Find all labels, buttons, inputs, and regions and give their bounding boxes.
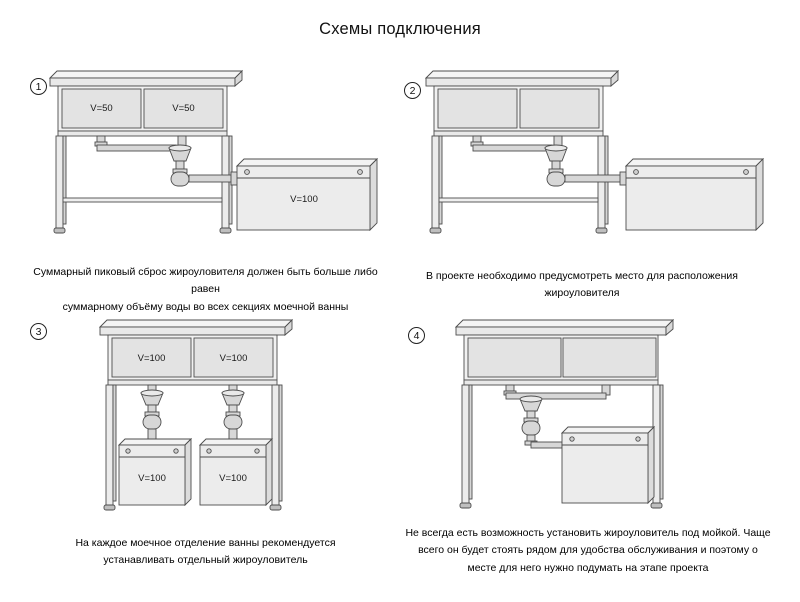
caption-line: Не всегда есть возможность установить жи… bbox=[405, 527, 771, 539]
sink-table bbox=[424, 69, 620, 234]
trap-volume-label: V=100 bbox=[219, 473, 247, 484]
sink-volume-label: V=50 bbox=[172, 103, 194, 114]
plumbing bbox=[94, 135, 239, 187]
diagram-panel-1: 1 V=50 V=50 bbox=[28, 58, 383, 313]
diagram-4-number-badge: 4 bbox=[408, 327, 425, 344]
diagram-panel-4: 4 bbox=[396, 303, 780, 602]
grease-trap-box bbox=[235, 157, 379, 232]
grease-trap-box bbox=[624, 157, 765, 232]
sink-table bbox=[48, 69, 244, 234]
page-title: Схемы подключения bbox=[319, 20, 481, 38]
diagram-4-number: 4 bbox=[413, 329, 420, 342]
caption-line: На каждое моечное отделение ванны рекоме… bbox=[75, 537, 336, 549]
caption-line: месте для него нужно подумать на этапе п… bbox=[467, 561, 709, 574]
diagram-4-caption: Не всегда есть возможность установить жи… bbox=[396, 525, 780, 577]
diagram-2-caption: В проекте необходимо предусмотреть место… bbox=[396, 268, 768, 303]
diagram-3-number-badge: 3 bbox=[30, 323, 47, 340]
caption-line: устанавливать отдельный жироуловитель bbox=[103, 554, 308, 567]
diagram-3-caption: На каждое моечное отделение ванны рекоме… bbox=[28, 535, 383, 570]
diagram-1-caption: Суммарный пиковый сброс жироуловителя до… bbox=[28, 264, 383, 316]
diagram-4-drawing bbox=[454, 318, 675, 509]
grease-trap-box bbox=[117, 437, 193, 507]
diagram-2-drawing bbox=[424, 69, 765, 234]
diagram-panel-3: 3 V=100 V=100 bbox=[28, 303, 383, 602]
caption-line: В проекте необходимо предусмотреть место… bbox=[426, 270, 738, 300]
trap-volume-label: V=100 bbox=[138, 473, 166, 484]
sink-volume-label: V=100 bbox=[138, 353, 166, 364]
diagram-1-number-badge: 1 bbox=[30, 78, 47, 95]
plumbing bbox=[470, 135, 628, 187]
diagram-1-number: 1 bbox=[35, 80, 42, 93]
diagram-2-number: 2 bbox=[409, 84, 416, 97]
sink-volume-label: V=100 bbox=[220, 353, 248, 364]
caption-line: суммарному объёму воды во всех секциях м… bbox=[62, 300, 349, 313]
plumbing bbox=[140, 384, 245, 446]
caption-line: всего он будет стоять рядом для удобства… bbox=[418, 544, 758, 557]
sink-volume-label: V=50 bbox=[90, 103, 112, 114]
grease-trap-box bbox=[560, 425, 656, 505]
caption-line: Суммарный пиковый сброс жироуловителя до… bbox=[33, 266, 378, 296]
diagram-3-number: 3 bbox=[35, 325, 42, 338]
diagram-2-number-badge: 2 bbox=[404, 82, 421, 99]
diagram-3-drawing: V=100 V=100 bbox=[98, 318, 294, 511]
diagram-1-drawing: V=50 V=50 bbox=[48, 69, 379, 234]
trap-volume-label: V=100 bbox=[290, 194, 318, 205]
diagram-panel-2: 2 bbox=[396, 58, 768, 303]
sink-table bbox=[454, 318, 675, 509]
sink-table bbox=[98, 318, 294, 511]
grease-trap-box bbox=[198, 437, 274, 507]
